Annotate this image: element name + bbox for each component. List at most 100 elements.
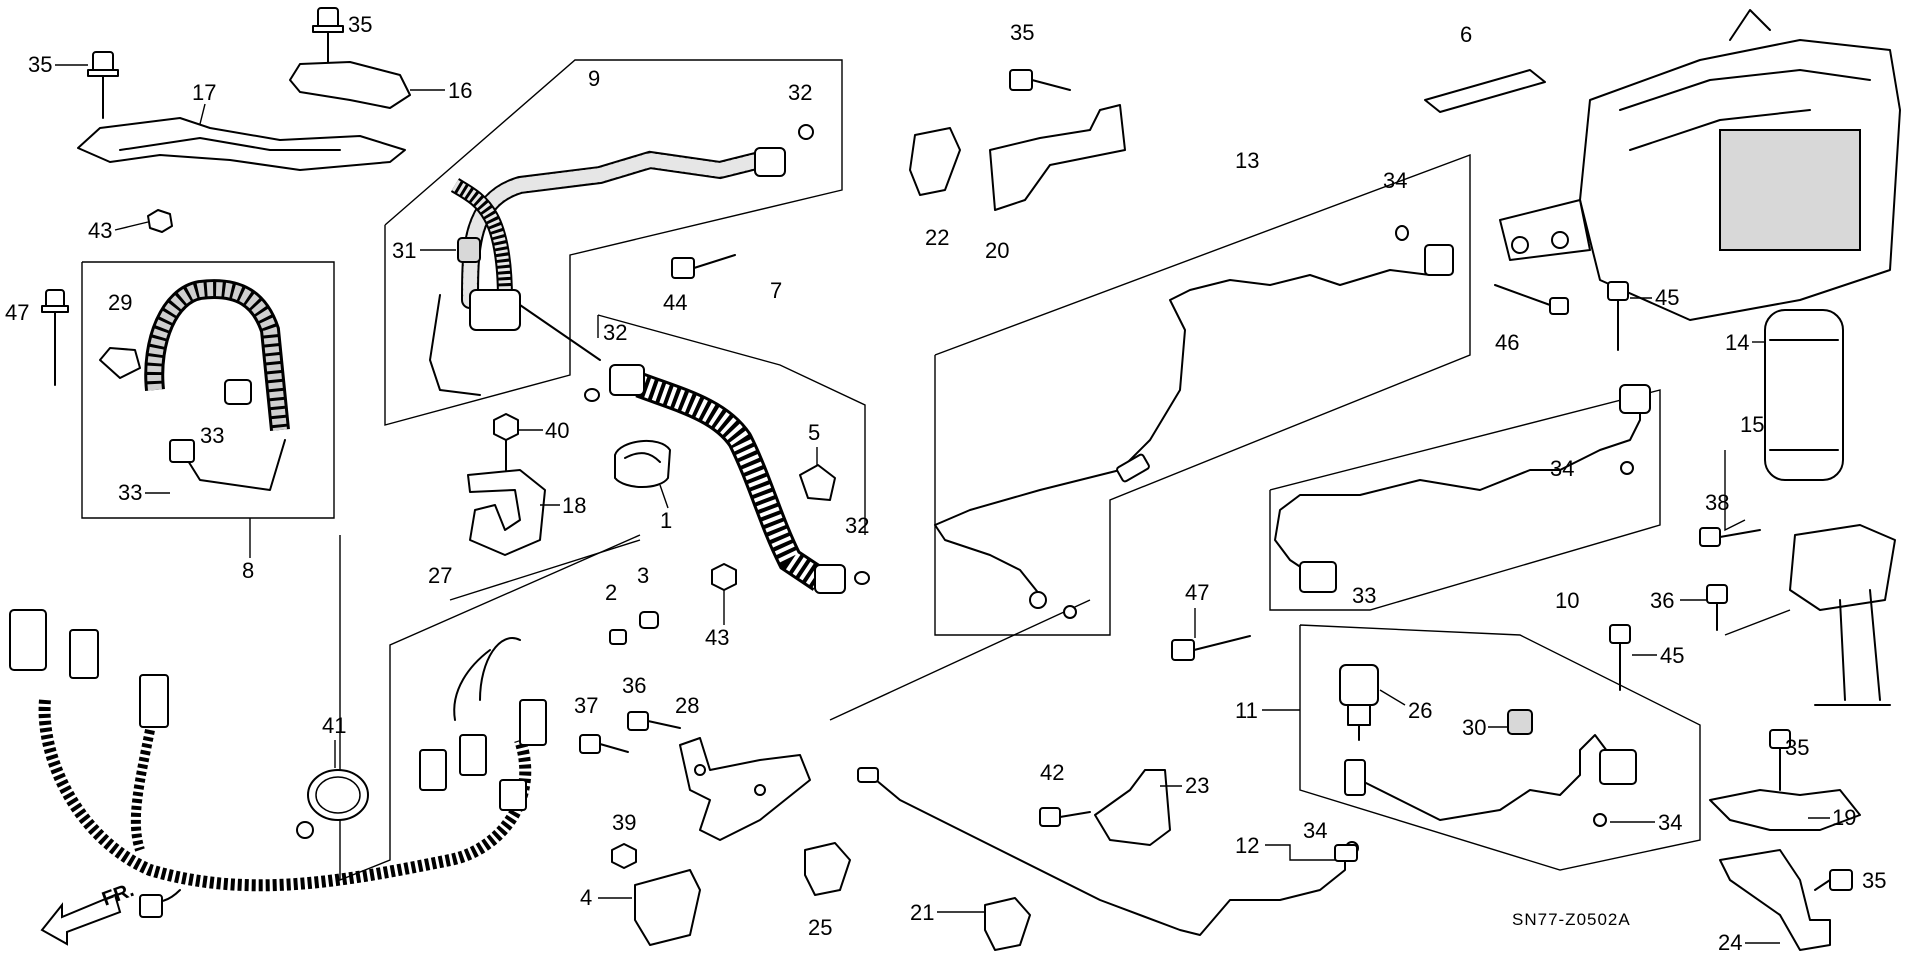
callout-43-a: 43 bbox=[88, 218, 112, 243]
receiver-drier-14 bbox=[1764, 309, 1844, 481]
callout-37: 37 bbox=[574, 693, 598, 718]
callout-35-e: 35 bbox=[1862, 868, 1886, 893]
callout-36-b: 36 bbox=[1650, 588, 1674, 613]
callout-3: 3 bbox=[637, 563, 649, 588]
callout-36-a: 36 bbox=[622, 673, 646, 698]
bolt-45-lower bbox=[1609, 624, 1631, 691]
bolt-44 bbox=[671, 254, 736, 279]
callout-33-b: 33 bbox=[118, 480, 142, 505]
pipe-10 bbox=[1274, 384, 1651, 593]
callout-40: 40 bbox=[545, 418, 569, 443]
callout-35-b: 35 bbox=[348, 12, 372, 37]
callout-12: 12 bbox=[1235, 833, 1259, 858]
pressure-switch-26 bbox=[1339, 664, 1379, 741]
bolt-35-right-a bbox=[1769, 729, 1791, 791]
cap-31 bbox=[457, 237, 481, 263]
bolt-40 bbox=[493, 413, 519, 471]
bolt-36-right bbox=[1706, 584, 1728, 631]
bolt-35-left bbox=[87, 51, 119, 119]
pipe-11 bbox=[1344, 734, 1637, 821]
grommet-3 bbox=[639, 611, 659, 629]
diagram-code: SN77-Z0502A bbox=[1512, 910, 1631, 929]
callout-21: 21 bbox=[910, 900, 934, 925]
callout-4: 4 bbox=[580, 885, 592, 910]
clip-29 bbox=[99, 347, 141, 379]
callout-44: 44 bbox=[663, 290, 687, 315]
clip-5 bbox=[799, 464, 836, 501]
front-label: FR. bbox=[99, 879, 137, 911]
bracket-18 bbox=[467, 469, 546, 556]
callout-labels: 35 35 17 16 9 32 43 29 47 33 33 8 31 40 … bbox=[5, 12, 1886, 955]
callout-33-c: 33 bbox=[1352, 583, 1376, 608]
callout-22: 22 bbox=[925, 225, 949, 250]
bracket-15 bbox=[1789, 524, 1896, 706]
pipe-12 bbox=[857, 767, 1358, 936]
discharge-hose-7 bbox=[609, 364, 846, 594]
clamp-41 bbox=[296, 769, 369, 839]
callout-2: 2 bbox=[605, 580, 617, 605]
callout-46: 46 bbox=[1495, 330, 1519, 355]
bolt-42 bbox=[1039, 807, 1091, 827]
callout-34-d: 34 bbox=[1303, 818, 1327, 843]
group-outlines bbox=[81, 59, 1791, 882]
bolt-38 bbox=[1699, 527, 1761, 547]
callout-32-c: 32 bbox=[845, 513, 869, 538]
callout-32-a: 32 bbox=[788, 80, 812, 105]
callout-6: 6 bbox=[1460, 22, 1472, 47]
pipe-13 bbox=[934, 244, 1454, 609]
callout-39: 39 bbox=[612, 810, 636, 835]
callout-26: 26 bbox=[1408, 698, 1432, 723]
nut-43-lower bbox=[711, 563, 737, 591]
wire-harness-27 bbox=[9, 609, 547, 918]
bracket-17 bbox=[77, 117, 406, 171]
bracket-19 bbox=[1709, 789, 1861, 831]
callout-16: 16 bbox=[448, 78, 472, 103]
callout-29: 29 bbox=[108, 290, 132, 315]
clip-21 bbox=[984, 897, 1031, 951]
callout-20: 20 bbox=[985, 238, 1009, 263]
callout-41: 41 bbox=[322, 713, 346, 738]
callout-23: 23 bbox=[1185, 773, 1209, 798]
bolt-47-right bbox=[1171, 635, 1251, 661]
washers-32 bbox=[584, 124, 870, 585]
bracket-4 bbox=[634, 869, 701, 946]
bracket-24 bbox=[1719, 849, 1831, 951]
front-direction-arrow: FR. bbox=[40, 879, 137, 946]
callout-34-a: 34 bbox=[1383, 168, 1407, 193]
bolt-36-left bbox=[627, 711, 681, 731]
evaporator-unit bbox=[1499, 9, 1901, 321]
callout-28: 28 bbox=[675, 693, 699, 718]
bolt-45-top bbox=[1607, 281, 1629, 351]
callout-43-b: 43 bbox=[705, 625, 729, 650]
callout-19: 19 bbox=[1832, 805, 1856, 830]
callout-5: 5 bbox=[808, 420, 820, 445]
callout-33-a: 33 bbox=[200, 423, 224, 448]
bolt-46 bbox=[1494, 284, 1569, 315]
callout-1: 1 bbox=[660, 508, 672, 533]
clip-22 bbox=[909, 127, 961, 196]
callout-45-b: 45 bbox=[1660, 643, 1684, 668]
clamp-1 bbox=[614, 439, 671, 488]
callout-25: 25 bbox=[808, 915, 832, 940]
bracket-16 bbox=[289, 61, 411, 109]
callout-35-a: 35 bbox=[28, 52, 52, 77]
clamp-23 bbox=[1094, 769, 1171, 846]
callout-13: 13 bbox=[1235, 148, 1259, 173]
seal-6 bbox=[1424, 69, 1546, 113]
callout-10: 10 bbox=[1555, 588, 1579, 613]
callout-35-c: 35 bbox=[1010, 20, 1034, 45]
clip-25 bbox=[804, 842, 851, 896]
bolt-35-right-b bbox=[1814, 869, 1853, 891]
callout-45-a: 45 bbox=[1655, 285, 1679, 310]
nut-39 bbox=[611, 843, 637, 869]
callout-32-b: 32 bbox=[603, 320, 627, 345]
grommet-2 bbox=[609, 629, 627, 645]
bracket-20 bbox=[989, 104, 1126, 211]
callout-8: 8 bbox=[242, 558, 254, 583]
bolt-35-top bbox=[312, 7, 344, 63]
discharge-hose-8 bbox=[144, 279, 290, 491]
nut-43-top bbox=[147, 209, 173, 233]
callout-17: 17 bbox=[192, 80, 216, 105]
callout-30: 30 bbox=[1462, 715, 1486, 740]
